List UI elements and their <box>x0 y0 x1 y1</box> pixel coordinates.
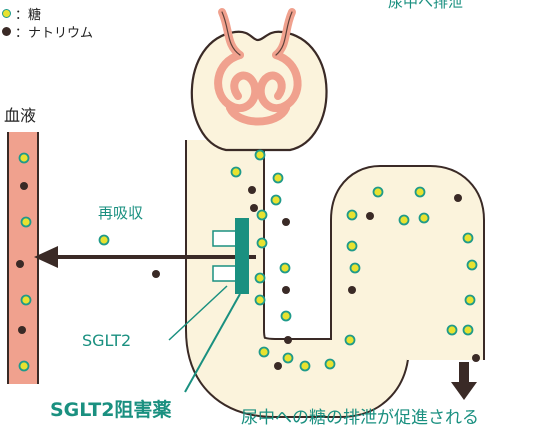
sugar-dot <box>254 294 266 306</box>
sodium-ions <box>16 182 480 370</box>
sodium-dot <box>472 354 480 362</box>
sugar-dot <box>18 360 30 372</box>
drug-label: SGLT2阻害薬 <box>50 399 172 421</box>
sugar-dot <box>280 310 292 322</box>
sodium-dot <box>20 182 28 190</box>
sugar-dot <box>254 149 266 161</box>
legend-sodium: ：ナトリウム <box>2 22 93 41</box>
sugar-dot <box>346 240 358 252</box>
sugar-dot <box>414 186 426 198</box>
sugar-dot <box>299 360 311 372</box>
sglt2-label: SGLT2 <box>82 331 132 350</box>
sugar-dot <box>372 186 384 198</box>
reabsorption-label: 再吸収 <box>98 204 144 222</box>
sodium-dot <box>282 218 290 226</box>
blood-label: 血液 <box>4 106 37 125</box>
arrow-down-icon <box>451 362 477 400</box>
sugar-dot <box>466 259 478 271</box>
sugar-dot <box>270 194 282 206</box>
sodium-dot <box>366 212 374 220</box>
sodium-dot <box>16 260 24 268</box>
sglt2-transporter <box>212 218 249 294</box>
sugar-dot <box>254 272 266 284</box>
sodium-dot <box>284 336 292 344</box>
sugar-dot <box>346 209 358 221</box>
dark-dot-icon <box>2 27 11 36</box>
sugar-dot <box>344 334 356 346</box>
sugar-dot <box>256 209 268 221</box>
sugar-molecules <box>18 149 478 372</box>
sugar-dot <box>256 237 268 249</box>
sugar-dot <box>98 234 110 246</box>
sugar-dot <box>464 294 476 306</box>
yellow-dot-icon <box>2 9 11 18</box>
sugar-dot <box>282 352 294 364</box>
excretion-label: 尿中への糖の排泄が促進される <box>241 408 479 428</box>
sugar-dot <box>324 358 336 370</box>
legend-sodium-label: ：ナトリウム <box>15 26 94 41</box>
sugar-dot <box>418 212 430 224</box>
sodium-dot <box>152 270 160 278</box>
sugar-dot <box>462 324 474 336</box>
sugar-dot <box>462 232 474 244</box>
sodium-dot <box>274 362 282 370</box>
sugar-dot <box>446 324 458 336</box>
corner-label: 尿中へ排泄 <box>388 0 464 11</box>
renal-tubule <box>185 140 485 418</box>
sugar-dot <box>258 346 270 358</box>
sugar-dot <box>272 172 284 184</box>
sugar-dot <box>20 216 32 228</box>
leader-lines <box>168 285 241 393</box>
sodium-dot <box>282 286 290 294</box>
sugar-dot <box>279 262 291 274</box>
arrow-left-icon <box>34 246 256 268</box>
sodium-dot <box>248 186 256 194</box>
sodium-dot <box>454 194 462 202</box>
glomerulus <box>190 8 328 152</box>
sodium-dot <box>18 326 26 334</box>
sodium-dot <box>250 204 258 212</box>
blood-vessel <box>7 132 39 384</box>
sugar-dot <box>230 166 242 178</box>
sugar-dot <box>18 152 30 164</box>
sugar-dot <box>398 214 410 226</box>
sugar-dot <box>349 262 361 274</box>
sugar-dot <box>20 294 32 306</box>
legend-sugar-label: ：糖 <box>15 8 42 23</box>
sodium-dot <box>348 286 356 294</box>
legend-sugar: ：糖 <box>2 4 41 23</box>
